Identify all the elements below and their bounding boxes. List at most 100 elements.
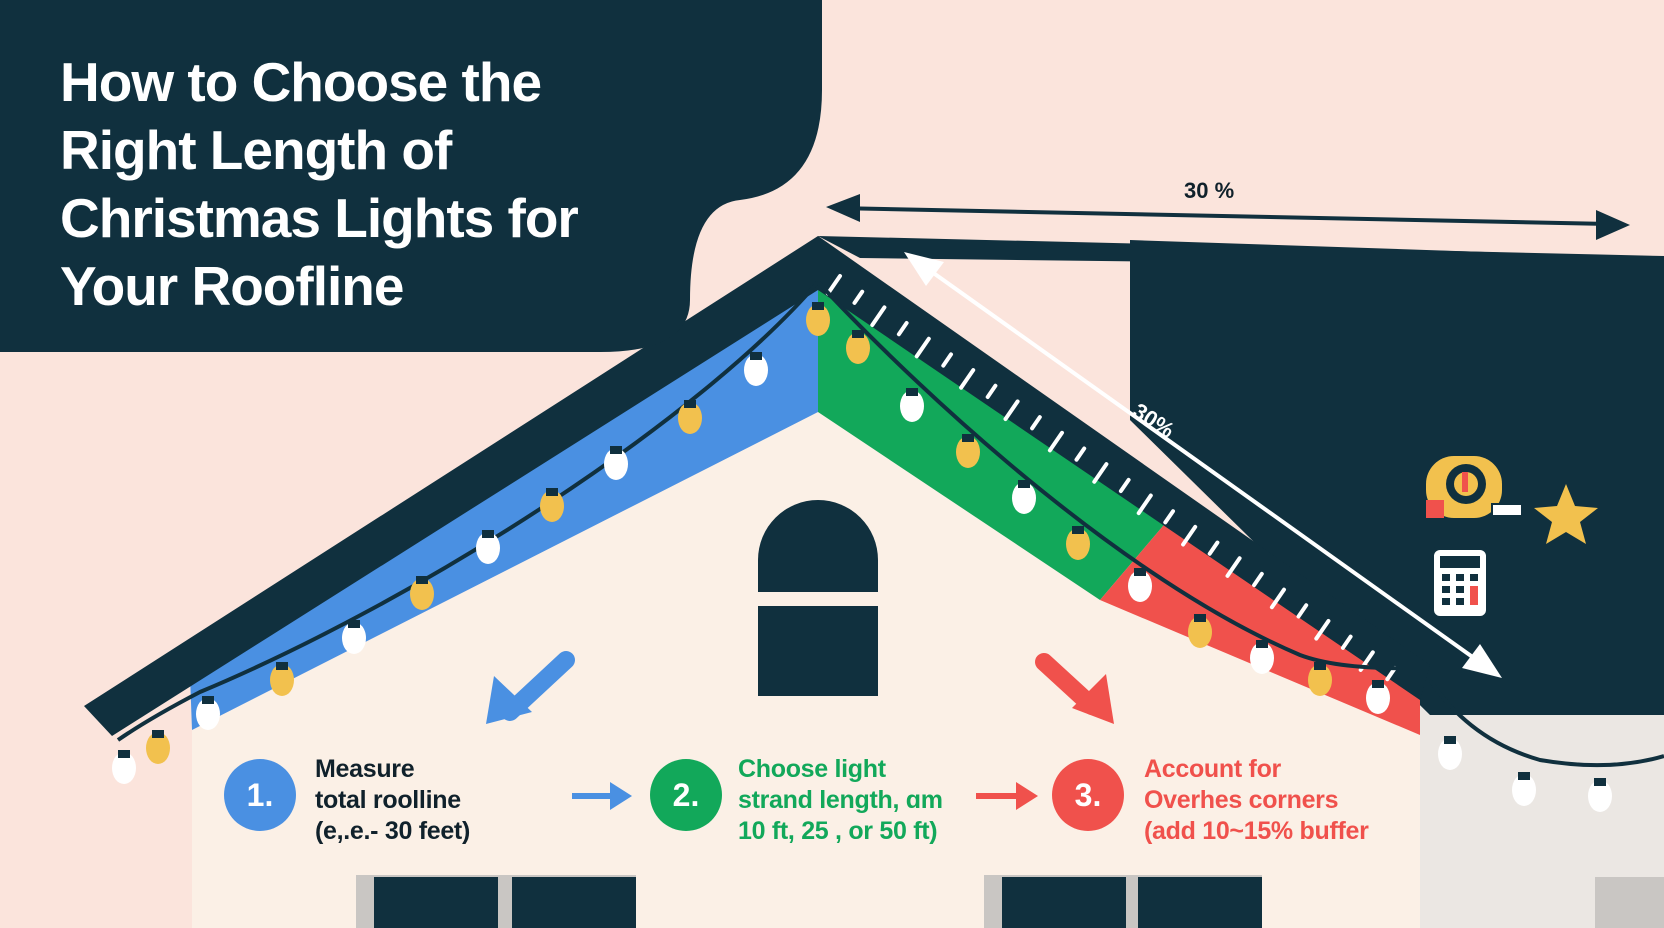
- light-bulbs: [112, 302, 1612, 812]
- light-bulb-socket: [1134, 568, 1146, 576]
- light-bulb: [410, 578, 434, 610]
- ruler-tick: [1207, 540, 1220, 556]
- light-bulb: [1438, 738, 1462, 770]
- light-bulb-socket: [812, 302, 824, 310]
- step-3-circle: [1052, 759, 1124, 831]
- title-line-1: How to Choose the: [60, 51, 542, 113]
- star-icon: [1534, 484, 1598, 544]
- light-bulb-socket: [1194, 614, 1206, 622]
- light-bulb-socket: [610, 446, 622, 454]
- light-bulb-socket: [482, 530, 494, 538]
- slope-dimension-arrow-top: [904, 252, 944, 286]
- light-bulb: [1188, 616, 1212, 648]
- light-bulb: [1128, 570, 1152, 602]
- ruler-tick: [985, 383, 998, 399]
- ruler-tick: [941, 352, 953, 368]
- ruler-tick: [1118, 477, 1131, 494]
- light-bulb: [806, 304, 830, 336]
- light-bulb-socket: [1518, 772, 1530, 780]
- light-bulb-socket: [1444, 736, 1456, 744]
- light-bulb: [146, 732, 170, 764]
- arched-window-top: [758, 500, 878, 592]
- step-2-line-3: 10 ft, 25 , or 50 ft): [738, 817, 938, 845]
- step-2-line-2: strand length, ɑm: [738, 786, 943, 814]
- light-bulb-socket: [1314, 662, 1326, 670]
- light-bulb: [604, 448, 628, 480]
- roof-segment-red: [1100, 512, 1420, 735]
- light-bulb: [1588, 780, 1612, 812]
- light-string-left: [116, 280, 820, 742]
- tape-measure-icon: [1426, 456, 1523, 518]
- step-1-line-1: Measure: [315, 755, 415, 783]
- light-string-neighbor: [1428, 678, 1664, 768]
- step-3-number: 3.: [1075, 777, 1102, 813]
- ruler-tick: [1136, 493, 1153, 516]
- light-bulb: [270, 664, 294, 696]
- light-bulb: [196, 698, 220, 730]
- light-bulb-socket: [1072, 526, 1084, 534]
- ruler-tick: [1092, 462, 1109, 484]
- step-2-number: 2.: [673, 777, 700, 813]
- light-bulb-socket: [1594, 778, 1606, 786]
- light-bulb-socket: [202, 696, 214, 704]
- top-dimension-arrow-left: [826, 194, 860, 222]
- step-3-line-1: Account for: [1144, 755, 1281, 783]
- ruler-tick: [959, 368, 976, 390]
- arched-window-bottom: [758, 606, 878, 696]
- light-bulb-socket: [546, 488, 558, 496]
- ruler-tick: [852, 289, 865, 305]
- light-bulb: [1250, 642, 1274, 674]
- top-dimension-label: 30 %: [1184, 178, 1235, 203]
- light-bulb-socket: [1018, 480, 1030, 488]
- light-bulb-socket: [750, 352, 762, 360]
- light-string-right: [816, 280, 1421, 671]
- light-bulb: [540, 490, 564, 522]
- step-connector-2: [976, 782, 1038, 810]
- ruler-tick: [1047, 430, 1064, 453]
- ruler-tick: [1003, 399, 1020, 422]
- light-bulb-socket: [1256, 640, 1268, 648]
- ruler-tick: [1181, 524, 1198, 547]
- step-1-number: 1.: [247, 777, 274, 813]
- light-bulb-socket: [348, 620, 360, 628]
- ruler-tick: [896, 321, 909, 337]
- step-3-line-2: Overhes corners: [1144, 786, 1339, 814]
- page-title: How to Choose the Right Length of Christ…: [60, 48, 700, 320]
- light-bulb: [956, 436, 980, 468]
- light-bulb: [342, 622, 366, 654]
- title-line-3: Christmas Lights for: [60, 187, 579, 249]
- step-1-circle: [224, 759, 296, 831]
- ruler-tick: [1314, 618, 1331, 641]
- light-bulb: [846, 332, 870, 364]
- light-bulb-socket: [852, 330, 864, 338]
- step-3-text: Account for Overhes corners (add 10~15% …: [1144, 754, 1369, 847]
- ruler-tick: [1252, 571, 1264, 588]
- light-bulb: [1308, 664, 1332, 696]
- ruler-tick: [825, 274, 842, 296]
- step-1-text: Measure total roolline (e,.e.- 30 feet): [315, 754, 470, 847]
- step-2-line-1: Choose light: [738, 755, 886, 783]
- light-bulb: [900, 390, 924, 422]
- lower-window-1a: [374, 877, 498, 928]
- dark-background-block: [1130, 240, 1664, 715]
- down-arrow-blue: [486, 651, 575, 724]
- light-bulb: [744, 354, 768, 386]
- ruler-tick: [1269, 587, 1286, 610]
- title-line-4: Your Roofline: [60, 255, 404, 317]
- lower-window-2b: [1138, 877, 1262, 928]
- ruler-tick: [1296, 603, 1309, 619]
- step-3-line-3: (add 10~15% buffer: [1144, 817, 1369, 845]
- title-panel: [0, 0, 822, 352]
- ruler-tick: [1340, 634, 1353, 650]
- light-bulb-socket: [906, 388, 918, 396]
- light-bulb: [112, 752, 136, 784]
- light-bulb-socket: [416, 576, 428, 584]
- calculator-icon: [1430, 546, 1490, 620]
- light-bulb-socket: [962, 434, 974, 442]
- light-bulb-socket: [276, 662, 288, 670]
- step-connector-1: [572, 782, 632, 810]
- light-bulb-socket: [1372, 680, 1384, 688]
- light-bulb: [1066, 528, 1090, 560]
- ruler-tick: [870, 305, 887, 327]
